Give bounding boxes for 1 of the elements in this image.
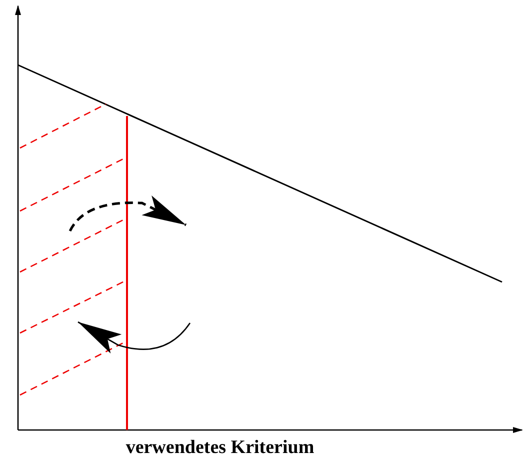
axis-label: verwendetes Kriterium <box>124 437 316 459</box>
